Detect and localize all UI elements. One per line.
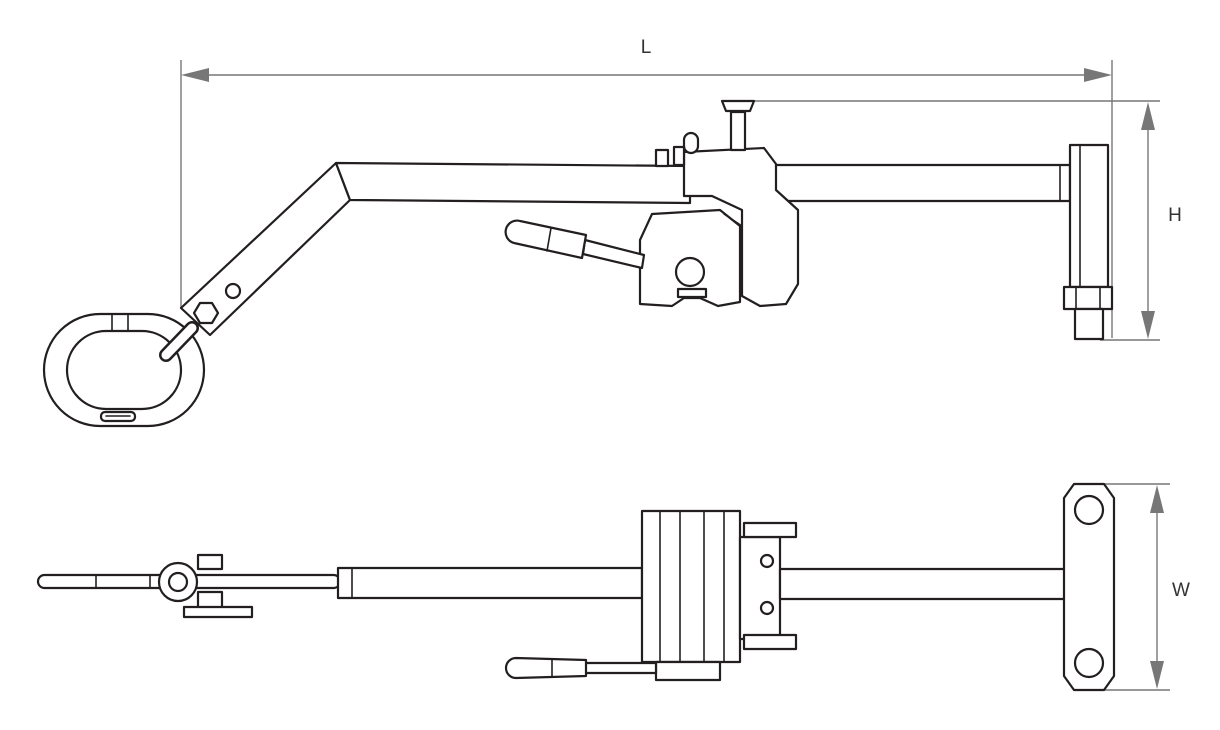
- main-bar-right: [768, 163, 1072, 203]
- lever-grip-top-view: [504, 656, 588, 680]
- end-plate: [1068, 143, 1110, 289]
- swivel-base: [182, 605, 254, 619]
- top-view: [36, 482, 1116, 692]
- length-label: L: [641, 37, 652, 58]
- frame-cap-bottom: [742, 633, 798, 651]
- clamp-body: [640, 509, 742, 664]
- hex-nut: [192, 301, 220, 325]
- swivel-eye-inner: [167, 571, 189, 593]
- lever-grip: [504, 219, 588, 260]
- swivel-block-top: [196, 553, 224, 571]
- lever-hub: [654, 660, 722, 682]
- frame-bolt-top: [759, 553, 775, 569]
- lever-shaft: [582, 661, 658, 675]
- dimension-height: H: [742, 100, 1182, 341]
- frame-bolt-bottom: [759, 600, 775, 616]
- jaw-pivot: [674, 256, 706, 288]
- main-bar: [334, 161, 692, 205]
- end-plate-hole-top: [1073, 494, 1105, 526]
- side-view: [42, 99, 1114, 428]
- arm-hole: [224, 282, 242, 300]
- end-plate-hole-bottom: [1073, 647, 1105, 679]
- clamp-pin: [654, 148, 670, 168]
- clamp-nub: [672, 145, 686, 167]
- right-rod: [778, 567, 1068, 601]
- main-rod: [336, 566, 644, 600]
- clamp-frame: [738, 535, 782, 641]
- end-nut: [1062, 285, 1114, 311]
- end-plate-top-view: [1062, 482, 1116, 692]
- lifting-ring-inner: [65, 329, 183, 411]
- width-label: W: [1172, 580, 1190, 601]
- dimension-width: W: [1100, 483, 1190, 691]
- end-bolt: [1073, 307, 1105, 341]
- top-screw-knob: [720, 99, 756, 113]
- clamp-handle-loop: [682, 131, 700, 155]
- swivel-block-bottom: [196, 590, 224, 610]
- clamp-upper-body: [682, 146, 800, 308]
- height-label: H: [1168, 205, 1182, 226]
- jaw-tab: [676, 287, 708, 299]
- lever-arm: [581, 238, 646, 270]
- frame-cap-top: [742, 521, 798, 539]
- top-screw-shaft: [729, 110, 747, 152]
